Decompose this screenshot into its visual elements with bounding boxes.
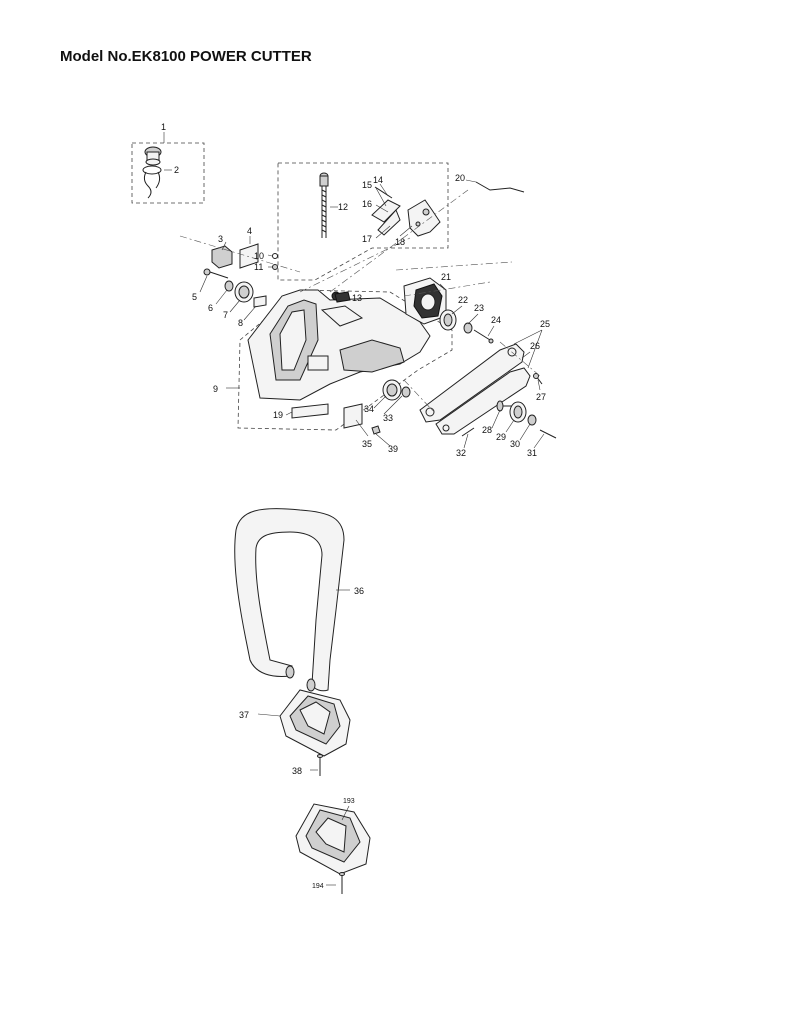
callout-17: 17 bbox=[362, 234, 372, 244]
part-28-29-damper bbox=[496, 400, 527, 423]
part-34-damper bbox=[382, 379, 402, 401]
part-27-bolt bbox=[533, 373, 543, 385]
part-9-housing bbox=[247, 289, 431, 401]
callout-26: 26 bbox=[530, 341, 540, 351]
callout-19: 19 bbox=[273, 410, 283, 420]
part-20-wire bbox=[475, 181, 525, 193]
part-3-mount bbox=[211, 245, 233, 269]
callout-7: 7 bbox=[223, 310, 228, 320]
part-38-screw bbox=[317, 754, 323, 776]
callout-2: 2 bbox=[174, 165, 179, 175]
callout-15: 15 bbox=[362, 180, 372, 190]
callout-14: 14 bbox=[373, 175, 383, 185]
page-title: Model No.EK8100 POWER CUTTER bbox=[60, 48, 312, 65]
part-33-washer bbox=[401, 386, 411, 398]
callout-10: 10 bbox=[254, 251, 264, 261]
callouts: 1 2 3 4 5 6 7 8 9 10 11 12 13 14 15 16 1… bbox=[161, 122, 550, 890]
callout-16: 16 bbox=[362, 199, 372, 209]
part-22-damper bbox=[439, 309, 457, 331]
part-193-lower-grip bbox=[295, 803, 371, 875]
callout-21: 21 bbox=[441, 272, 451, 282]
part-1-cap bbox=[142, 146, 162, 199]
callout-33: 33 bbox=[383, 413, 393, 423]
callout-24: 24 bbox=[491, 315, 501, 325]
callout-11: 11 bbox=[254, 262, 263, 272]
callout-32: 32 bbox=[456, 448, 466, 458]
callout-25: 25 bbox=[540, 319, 550, 329]
callout-193: 193 bbox=[343, 798, 355, 805]
part-31-screw bbox=[539, 429, 557, 439]
part-19-sticker bbox=[291, 403, 329, 419]
part-14-18-lever bbox=[371, 186, 441, 237]
callout-9: 9 bbox=[213, 384, 218, 394]
group-box-12 bbox=[277, 162, 449, 281]
callout-31: 31 bbox=[527, 448, 537, 458]
part-10-11-nuts bbox=[272, 253, 278, 270]
group-box-1 bbox=[131, 142, 205, 204]
part-5-screw bbox=[203, 268, 229, 279]
part-24-screw bbox=[473, 329, 494, 344]
callout-29: 29 bbox=[496, 432, 506, 442]
callout-27: 27 bbox=[536, 392, 546, 402]
part-32-screw bbox=[461, 427, 475, 437]
callout-36: 36 bbox=[354, 586, 364, 596]
callout-3: 3 bbox=[218, 234, 223, 244]
part-8-collar bbox=[253, 295, 267, 308]
callout-1: 1 bbox=[161, 122, 166, 132]
callout-8: 8 bbox=[238, 318, 243, 328]
part-23-washer bbox=[463, 322, 473, 334]
callout-4: 4 bbox=[247, 226, 252, 236]
part-39-nut bbox=[371, 425, 381, 435]
part-30-washer bbox=[527, 414, 537, 426]
callout-38: 38 bbox=[292, 766, 302, 776]
part-4-label bbox=[239, 243, 259, 269]
part-6-washer bbox=[224, 280, 234, 292]
group-box-9 bbox=[237, 289, 453, 431]
callout-5: 5 bbox=[192, 292, 197, 302]
leader-lines bbox=[163, 132, 545, 886]
callout-20: 20 bbox=[455, 173, 465, 183]
callout-39: 39 bbox=[388, 444, 398, 454]
part-26-rail bbox=[435, 367, 531, 435]
callout-30: 30 bbox=[510, 439, 520, 449]
part-37-grip bbox=[279, 689, 351, 757]
part-12-bolt bbox=[319, 172, 329, 238]
callout-35: 35 bbox=[362, 439, 372, 449]
callout-194: 194 bbox=[312, 883, 324, 890]
callout-34: 34 bbox=[364, 404, 374, 414]
callout-12: 12 bbox=[338, 202, 348, 212]
callout-22: 22 bbox=[458, 295, 468, 305]
callout-18: 18 bbox=[395, 237, 405, 247]
callout-28: 28 bbox=[482, 425, 492, 435]
part-21-tank bbox=[403, 277, 447, 325]
part-7-damper bbox=[234, 281, 254, 303]
callout-37: 37 bbox=[239, 710, 249, 720]
callout-23: 23 bbox=[474, 303, 484, 313]
part-36-handle-bar bbox=[234, 508, 345, 692]
callout-13: 13 bbox=[352, 293, 362, 303]
alignment-lines bbox=[179, 189, 541, 413]
callout-6: 6 bbox=[208, 303, 213, 313]
part-194-screw bbox=[339, 872, 345, 894]
